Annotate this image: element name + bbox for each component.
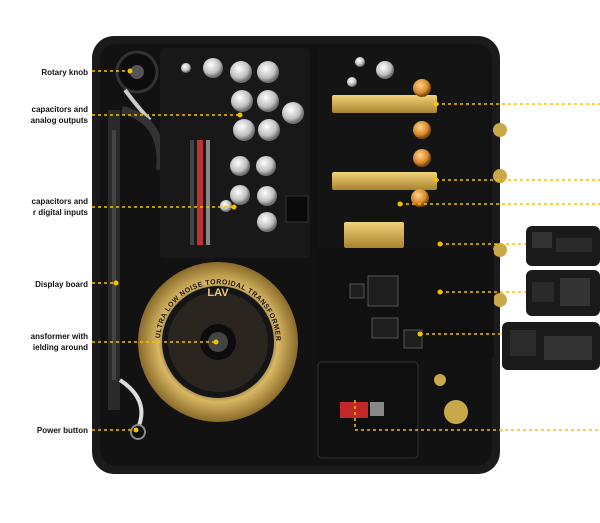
label-power-button: Power button	[36, 426, 88, 435]
inset-3	[502, 322, 600, 370]
power-button	[130, 424, 146, 440]
label-capacitors-digital: capacitors and r digital inputs	[0, 196, 88, 218]
label-capacitors-digital-line2: r digital inputs	[32, 208, 88, 217]
label-transformer-line2: ielding around	[32, 343, 88, 352]
label-capacitors-digital-line1: capacitors and	[31, 197, 88, 206]
label-transformer-line1: ansformer with	[30, 332, 88, 341]
gold-bar-1	[332, 95, 437, 113]
leader-power-module	[354, 400, 600, 431]
power-inlet-module	[317, 361, 419, 459]
gold-bar-2	[332, 172, 437, 190]
chassis-inner	[100, 44, 492, 466]
transformer-ring-text: ULTRA LOW NOISE TOROIDAL TRANSFORMER	[155, 279, 281, 342]
power-board	[160, 48, 310, 258]
gold-relay	[344, 222, 404, 248]
transformer-logo: LAV	[207, 287, 229, 299]
rotary-knob	[115, 50, 159, 94]
label-capacitors-analog-line1: capacitors and	[31, 105, 88, 114]
digital-board	[316, 248, 494, 358]
label-transformer: ansformer with ielding around	[0, 331, 88, 353]
label-capacitors-analog: capacitors and analog outputs	[0, 104, 88, 126]
label-display-board: Display board	[35, 280, 88, 289]
rca-connectors	[493, 123, 507, 307]
display-board	[108, 110, 120, 410]
inset-2	[526, 270, 600, 316]
capacitors-analog-group	[181, 58, 304, 141]
capacitors-digital-group	[220, 156, 277, 232]
transformer-ring-textpath: ULTRA LOW NOISE TOROIDAL TRANSFORMER	[155, 279, 280, 342]
toroidal-transformer	[138, 262, 298, 422]
label-capacitors-analog-line2: analog outputs	[30, 116, 88, 125]
label-rotary-knob: Rotary knob	[41, 68, 88, 77]
chassis	[92, 36, 500, 474]
inset-1	[526, 226, 600, 266]
right-board	[318, 48, 488, 248]
